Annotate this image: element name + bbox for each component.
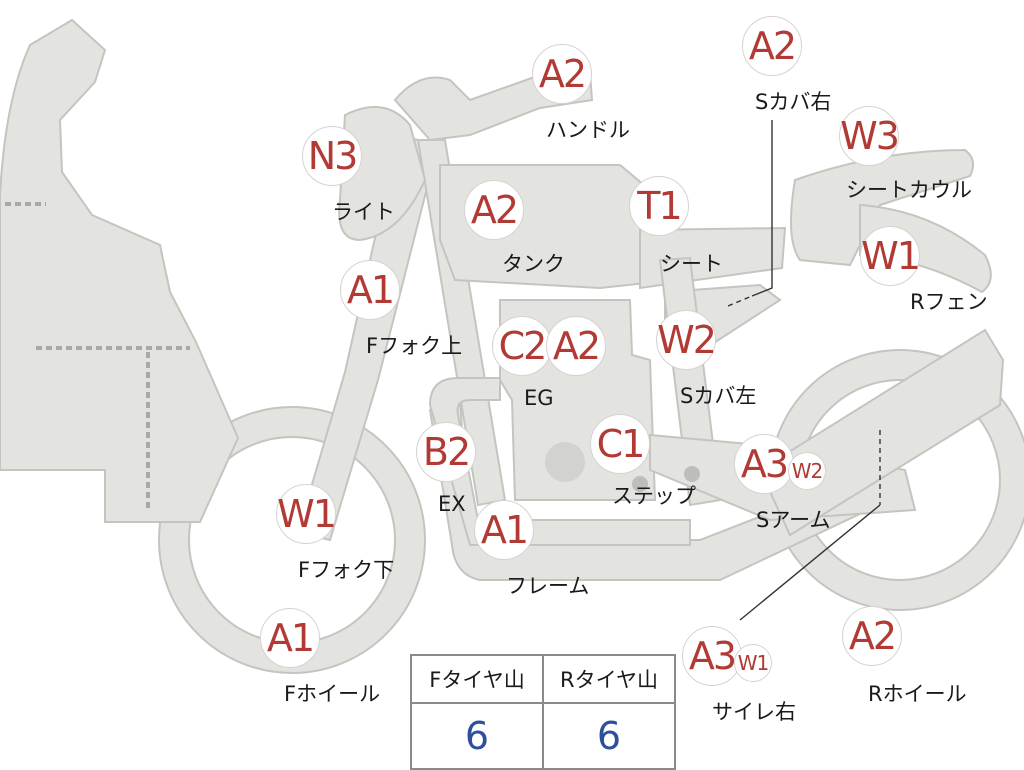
label-tank: タンク bbox=[502, 252, 565, 276]
headlight-shape bbox=[338, 106, 427, 242]
tire-header-front: Fタイヤ山 bbox=[410, 654, 544, 704]
label-side-cover-right: Sカバ右 bbox=[755, 90, 832, 114]
label-front-wheel: Fホイール bbox=[284, 682, 381, 706]
grade-badge-front-wheel: A1 bbox=[260, 608, 320, 668]
label-rear-wheel: Rホイール bbox=[868, 682, 967, 706]
grade-badge-front-fork-upper: A1 bbox=[340, 260, 400, 320]
grade-badge-engine-a: A2 bbox=[546, 316, 606, 376]
label-step: ステップ bbox=[612, 484, 696, 508]
grade-badge-silencer-w: W1 bbox=[734, 644, 772, 682]
label-frame: フレーム bbox=[506, 574, 590, 598]
grade-badge-swing-arm-a: A3 bbox=[734, 434, 794, 494]
grade-badge-side-cover-left: W2 bbox=[656, 310, 717, 370]
engine-cover bbox=[545, 442, 585, 482]
label-exhaust: EX bbox=[438, 492, 466, 516]
label-engine: EG bbox=[524, 386, 554, 410]
tire-value-front: 6 bbox=[410, 702, 544, 770]
label-seat: シート bbox=[660, 252, 723, 276]
grade-badge-engine-c: C2 bbox=[492, 316, 552, 376]
grade-badge-light: N3 bbox=[302, 126, 362, 186]
grade-badge-side-cover-right: A2 bbox=[742, 16, 802, 76]
front-cowl-shape bbox=[0, 18, 240, 523]
label-rear-fender: Rフェン bbox=[910, 290, 988, 314]
tire-value-rear: 6 bbox=[542, 702, 676, 770]
label-seat-cowl: シートカウル bbox=[846, 178, 972, 202]
label-silencer: サイレ右 bbox=[712, 700, 796, 724]
grade-badge-seat-cowl: W3 bbox=[839, 106, 900, 166]
grade-badge-swing-arm-w: W2 bbox=[788, 452, 826, 490]
label-front-fork-upper: Fフォク上 bbox=[366, 334, 463, 358]
grade-badge-handle: A2 bbox=[532, 44, 592, 104]
tire-tread-table: Fタイヤ山 Rタイヤ山 6 6 bbox=[410, 654, 676, 770]
grade-badge-exhaust: B2 bbox=[416, 422, 476, 482]
grade-badge-rear-wheel: A2 bbox=[842, 606, 902, 666]
step-peg-2 bbox=[684, 466, 700, 482]
tire-header-rear: Rタイヤ山 bbox=[542, 654, 676, 704]
label-handle: ハンドル bbox=[546, 118, 630, 142]
label-swing-arm: Sアーム bbox=[756, 508, 831, 532]
grade-badge-frame: A1 bbox=[474, 500, 534, 560]
grade-badge-seat: T1 bbox=[629, 176, 689, 236]
grade-badge-tank: A2 bbox=[464, 180, 524, 240]
label-front-fork-lower: Fフォク下 bbox=[298, 558, 395, 582]
front-wheel-outline bbox=[158, 406, 426, 674]
grade-badge-rear-fender: W1 bbox=[860, 226, 921, 286]
label-side-cover-left: Sカバ左 bbox=[680, 384, 757, 408]
step-peg-1 bbox=[632, 476, 648, 492]
label-light: ライト bbox=[332, 200, 395, 224]
grade-badge-front-fork-lower: W1 bbox=[276, 484, 337, 544]
grade-badge-silencer-a: A3 bbox=[682, 626, 742, 686]
grade-badge-step: C1 bbox=[590, 414, 650, 474]
